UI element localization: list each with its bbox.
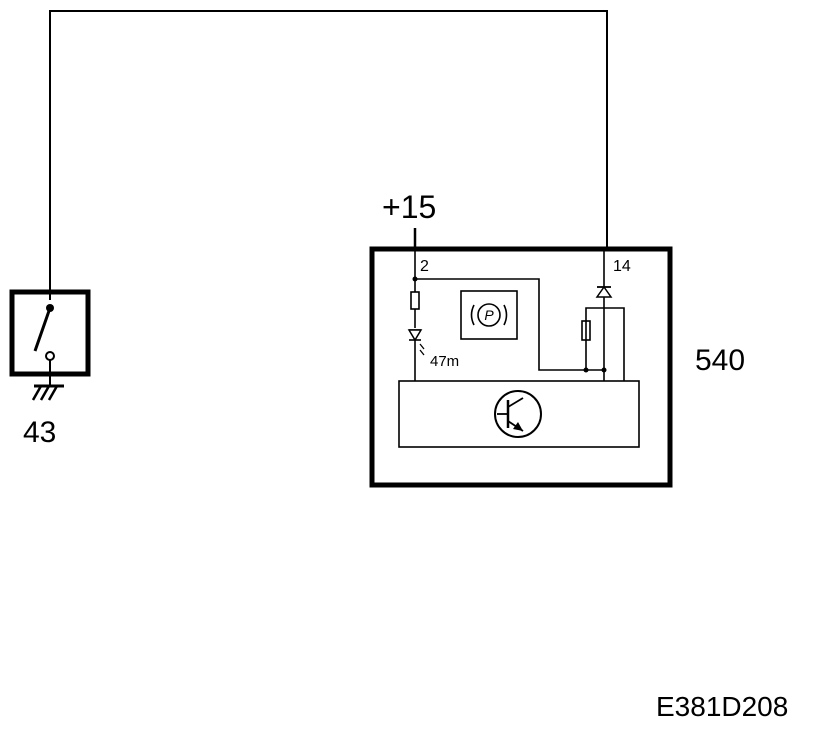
parking-brake-letter: P (484, 307, 494, 323)
series-resistor-icon (410, 291, 420, 310)
module-housing (369, 246, 673, 488)
signal-wire (49, 10, 608, 300)
pin-2-branch-trace (415, 278, 604, 371)
ground-icon (31, 384, 64, 401)
parking-brake-icon: P (460, 290, 518, 340)
pull-resistor-icon (581, 320, 591, 341)
pin-14-label: 14 (613, 258, 631, 275)
junction-right (601, 367, 607, 373)
switch-bottom-contact (45, 351, 55, 361)
switch-label: 43 (23, 416, 56, 449)
led-resistor-value: 47m (430, 353, 459, 370)
module-label: 540 (695, 344, 745, 377)
junction-left (583, 367, 589, 373)
supply-label: +15 (382, 189, 436, 225)
figure-code: E381D208 (656, 691, 788, 722)
pull-resistor-trace (585, 307, 604, 370)
switch-blade (33, 307, 52, 352)
parking-brake-switch: 43 (9, 289, 91, 449)
pin-14-loop-trace (604, 307, 625, 381)
driver-block (398, 380, 640, 448)
pin-2-label: 2 (420, 258, 429, 275)
led-icon (407, 329, 425, 356)
control-module: 540 2 14 47m P (369, 246, 745, 488)
diode-icon (595, 285, 613, 298)
transistor-icon (494, 390, 542, 438)
